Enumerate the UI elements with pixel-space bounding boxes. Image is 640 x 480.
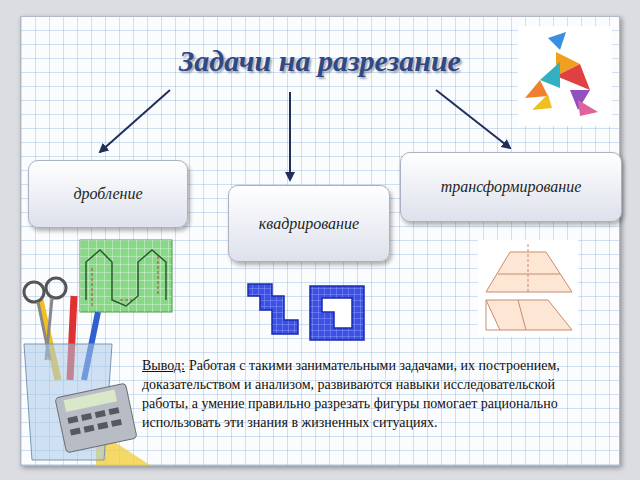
conclusion-heading: Вывод: <box>142 358 185 373</box>
category-label: дробление <box>73 185 142 203</box>
category-box: трансформирование <box>400 152 622 222</box>
conclusion-text: Вывод:Работая с такими занимательными за… <box>142 356 602 432</box>
category-label: трансформирование <box>441 178 582 196</box>
conclusion-body: Работая с такими занимательными задачами… <box>142 358 560 430</box>
slide-title: Задачи на разрезание <box>0 44 640 78</box>
category-label: квадрирование <box>259 215 359 233</box>
category-box: дробление <box>28 160 188 228</box>
category-box: квадрирование <box>228 185 390 262</box>
